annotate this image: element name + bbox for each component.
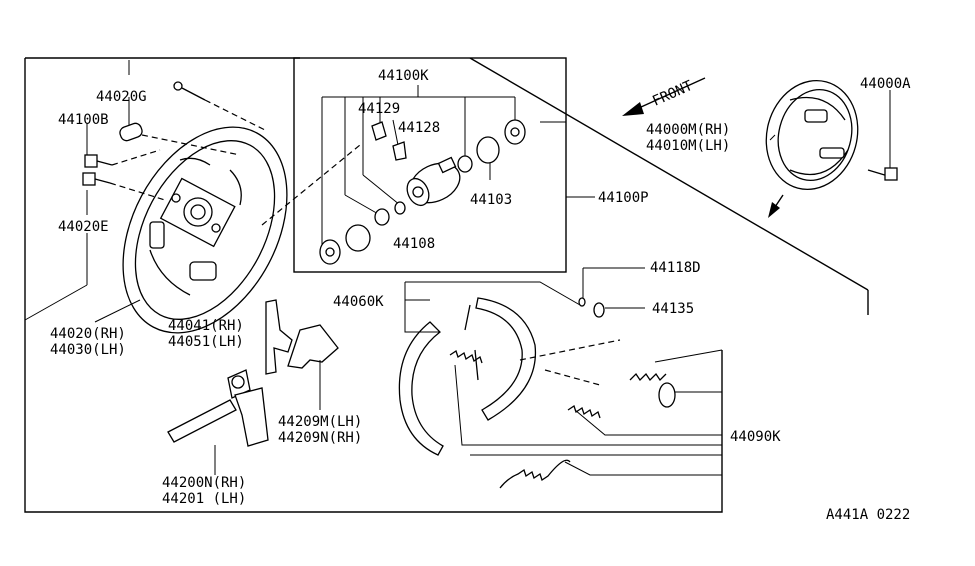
label-44108: 44108 (393, 236, 435, 252)
wheel-cylinder-parts (319, 119, 526, 265)
label-44100P: 44100P (598, 190, 649, 206)
label-44020-rh: 44020(RH) (50, 326, 126, 342)
label-44020E: 44020E (58, 219, 109, 235)
backing-plate (122, 126, 288, 334)
label-44209M-lh: 44209M(LH) (278, 414, 362, 430)
adjuster-levers (265, 299, 339, 410)
label-44000M-rh: 44000M(RH) (646, 122, 730, 138)
label-44010M-lh: 44010M(LH) (646, 138, 730, 154)
shoe-leaders (404, 267, 723, 476)
label-44128: 44128 (398, 120, 440, 136)
front-label: FRONT (650, 78, 696, 110)
label-44051-lh: 44051(LH) (168, 334, 244, 350)
plate-dashed-leaders (109, 99, 361, 226)
label-44201-lh: 44201 (LH) (162, 491, 246, 507)
left-leaders (24, 60, 141, 323)
label-44041-rh: 44041(RH) (168, 318, 244, 334)
wheel-cylinder-box (293, 57, 595, 273)
diagram-code: A441A 0222 (826, 507, 910, 523)
front-arrow (622, 77, 706, 116)
label-44100K: 44100K (378, 68, 429, 84)
label-44209N-rh: 44209N(RH) (278, 430, 362, 446)
springs (449, 297, 676, 489)
label-44200N-rh: 44200N(RH) (162, 475, 246, 491)
wheel-cylinder-leaders (321, 85, 516, 245)
adjuster-assembly (167, 369, 269, 475)
label-44060K: 44060K (333, 294, 384, 310)
label-44103: 44103 (470, 192, 512, 208)
brake-shoes (398, 297, 537, 456)
label-44135: 44135 (652, 301, 694, 317)
assembly-leaders (769, 90, 891, 168)
label-44000A: 44000A (860, 76, 911, 92)
label-44030-lh: 44030(LH) (50, 342, 126, 358)
label-44100B: 44100B (58, 112, 109, 128)
label-44118D: 44118D (650, 260, 701, 276)
brake-assembly (765, 79, 898, 218)
label-44129: 44129 (358, 101, 400, 117)
main-frame (24, 57, 869, 513)
plate-bolts (82, 81, 206, 186)
label-44090K: 44090K (730, 429, 781, 445)
label-44020G: 44020G (96, 89, 147, 105)
